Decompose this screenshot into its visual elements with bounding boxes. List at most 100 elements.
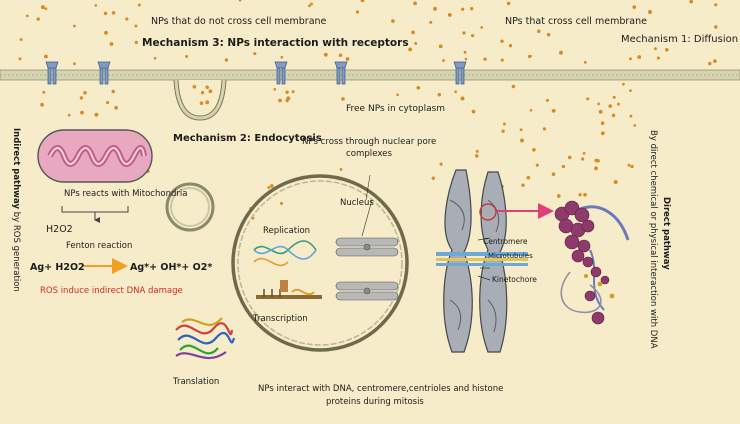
nanoparticle [40, 102, 44, 107]
nanoparticle [586, 97, 590, 101]
nanoparticle [506, 1, 511, 6]
nanoparticle [442, 59, 445, 62]
nanoparticle [471, 109, 476, 114]
nanoparticle [109, 42, 114, 46]
nanoparticle [273, 88, 277, 91]
nanoparticle [689, 0, 694, 4]
nanoparticle [629, 89, 632, 92]
nanoparticle [454, 90, 457, 94]
nanoparticle [134, 40, 138, 45]
nanoparticle [535, 163, 539, 167]
nanoparticle [36, 17, 40, 21]
nanoparticle [632, 5, 637, 9]
nanoparticle [339, 167, 343, 171]
nanoparticle [581, 157, 585, 161]
cell-membrane [0, 69, 740, 81]
nanoparticle [200, 91, 205, 95]
nanoparticle [611, 113, 616, 118]
nanoparticle [192, 84, 197, 89]
nanoparticle [125, 17, 129, 21]
nanoparticle [633, 124, 637, 127]
nanoparticle [438, 44, 443, 49]
nanoparticle [463, 50, 467, 54]
nanoparticle [612, 95, 616, 99]
nanoparticle [583, 192, 587, 197]
nanoparticle [267, 186, 271, 189]
nanoparticle [529, 108, 533, 112]
nanoparticle [502, 122, 506, 126]
nanoparticle [103, 11, 108, 16]
nanoparticle [208, 89, 213, 94]
nanoparticle [439, 162, 443, 166]
nanoparticle [360, 0, 365, 3]
nanoparticle [600, 131, 605, 136]
nanoparticle [42, 90, 46, 94]
nanoparticle [291, 90, 295, 94]
label-mitochondria: NPs reacts with Mitochondria [64, 189, 187, 199]
nanoparticle [556, 194, 561, 198]
nanoparticle [714, 25, 718, 29]
nanoparticle [338, 53, 343, 57]
nanoparticle [594, 158, 599, 163]
label-replication: Replication [263, 226, 310, 236]
nanoparticle [205, 100, 210, 105]
nanoparticle [656, 56, 660, 60]
nanoparticle [285, 98, 289, 103]
nanoparticle [637, 55, 642, 59]
protein-icon [175, 317, 236, 360]
nanoparticle [460, 96, 465, 101]
nanoparticle [323, 52, 328, 57]
nanoparticle [111, 89, 115, 94]
nanoparticle [111, 11, 116, 15]
nanoparticle [224, 58, 229, 62]
chromatin-icon [554, 200, 630, 325]
nanoparticle [238, 0, 242, 2]
label-microtubules: Microtubules [488, 252, 533, 260]
label-mechanism-2: Mechanism 2: Endocytosis [173, 133, 322, 144]
nanoparticle [627, 163, 631, 167]
nanoparticle [600, 121, 605, 125]
transcription-icon [256, 280, 322, 299]
nanoparticle [285, 90, 289, 94]
chromosome-pair-icon [335, 237, 399, 301]
nanoparticle [106, 101, 110, 105]
nanoparticle [40, 5, 45, 10]
nanoparticle [551, 172, 556, 176]
nanoparticle [500, 39, 504, 43]
nanoparticle [185, 55, 189, 58]
label-nps-no-cross: NPs that do not cross cell membrane [151, 16, 327, 27]
endocytosis-pocket [173, 79, 227, 121]
nanoparticle [527, 54, 531, 59]
nanoparticle [508, 44, 513, 48]
nanoparticle [542, 127, 547, 131]
nanoparticle [416, 85, 421, 90]
nanoparticle [551, 108, 556, 113]
label-h2o2: H2O2 [46, 224, 73, 235]
nanoparticle [94, 112, 99, 117]
nanoparticle [279, 201, 284, 205]
nanoparticle [629, 114, 633, 118]
nanoparticle [280, 55, 284, 59]
mitochondria-icon [37, 129, 153, 183]
nanoparticle [470, 7, 474, 11]
label-ros-damage: ROS induce indirect DNA damage [40, 286, 183, 296]
nanoparticle [462, 31, 466, 35]
label-nuclear-pore-1: NPs cross through nuclear pore [302, 137, 436, 147]
nanoparticle [653, 47, 657, 51]
nanoparticle [648, 10, 652, 14]
label-transcription: Transcription [252, 314, 308, 324]
nanoparticle [521, 183, 525, 187]
nanoparticle [583, 60, 587, 64]
nanoparticle [341, 97, 345, 101]
nanoparticle [608, 104, 612, 108]
label-kinetochore: Kinetochore [492, 275, 537, 284]
nanoparticle [414, 42, 418, 45]
nanoparticle [73, 62, 76, 66]
nanoparticle [408, 47, 413, 52]
label-translation: Translation [172, 377, 219, 387]
label-reaction-left: Ag+ H2O2 [30, 262, 85, 273]
nanoparticle [500, 58, 504, 62]
nanoparticle [532, 147, 536, 152]
nanoparticle [437, 93, 442, 97]
